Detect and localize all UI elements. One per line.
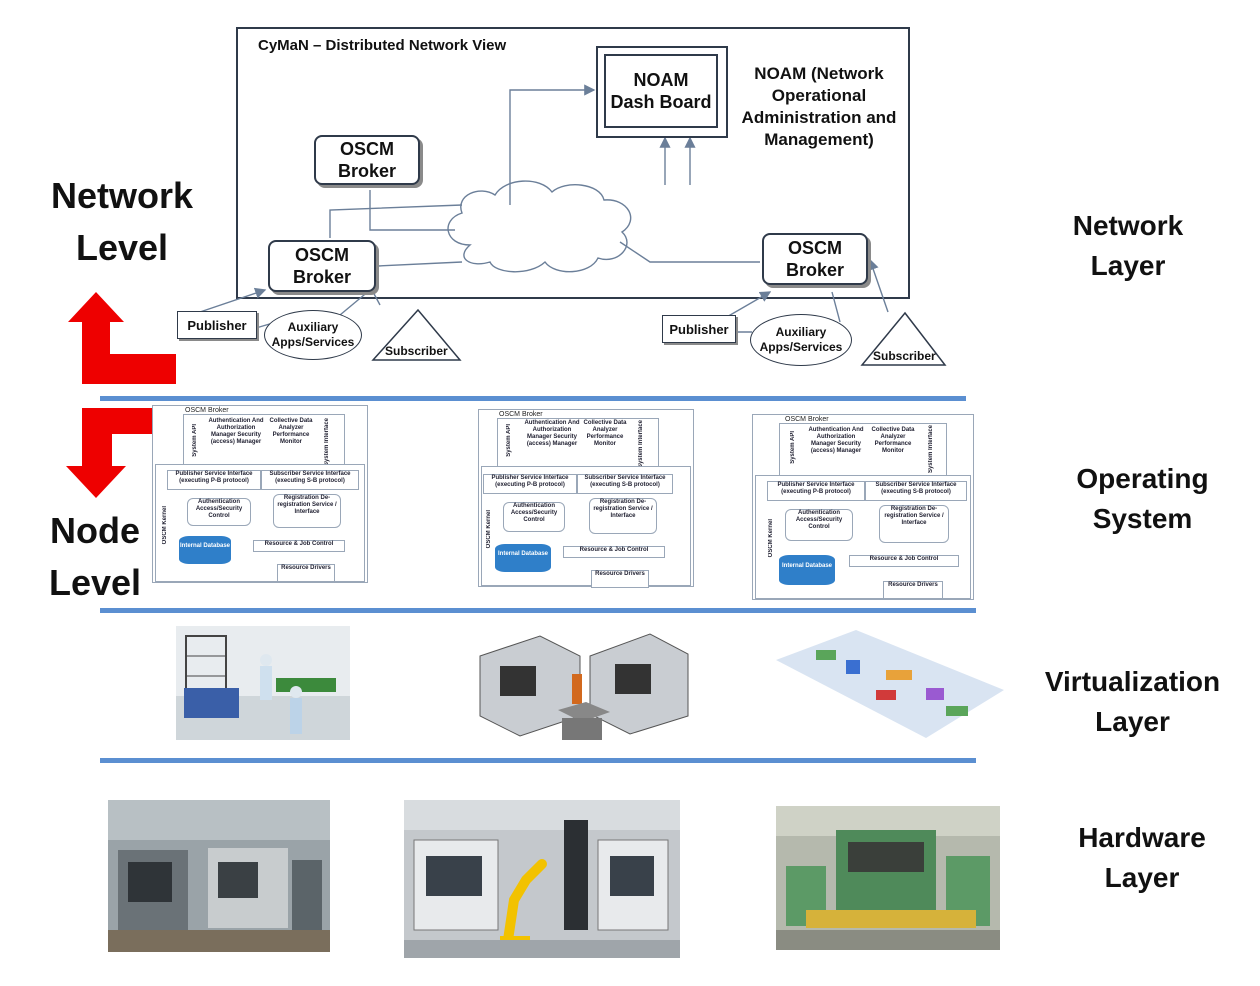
- separator-os-virtualization: [100, 608, 976, 613]
- os-registration: Registration De-registration Service / I…: [589, 498, 657, 534]
- os-drivers: Resource Drivers: [883, 581, 943, 599]
- oscm-broker-left: OSCM Broker: [268, 240, 376, 292]
- publisher-right: Publisher: [662, 315, 736, 343]
- virtualization-image-factory-layout: [776, 630, 1004, 740]
- down-arrow-icon: [66, 408, 176, 498]
- os-system-api: System API: [790, 431, 796, 464]
- os-auth: Authentication And Authorization Manager…: [205, 418, 267, 456]
- os-system-api: System API: [506, 424, 512, 457]
- up-arrow-icon: [68, 292, 176, 384]
- separator-network-os: [100, 396, 966, 401]
- node-level-label: Node Level: [48, 510, 142, 603]
- network-view-title: CyMaN – Distributed Network View: [258, 37, 507, 54]
- os-drivers: Resource Drivers: [277, 564, 335, 582]
- os-kernel-label: OSCM Kernel: [768, 519, 774, 558]
- subscriber-triangle-right: [860, 311, 947, 366]
- os-resource-job: Resource & Job Control: [563, 546, 665, 558]
- subscriber-label-left: Subscriber: [385, 344, 448, 358]
- os-database: Internal Database: [495, 544, 551, 572]
- subscriber-triangle-left: [371, 308, 462, 361]
- os-access: Authentication Access/Security Control: [187, 498, 251, 526]
- os-collective: Collective Data Analyzer Performance Mon…: [869, 427, 917, 467]
- os-database: Internal Database: [779, 555, 835, 585]
- separator-virtualization-hardware: [100, 758, 976, 763]
- level-arrows: [66, 292, 176, 498]
- network-layer-label: Network Layer: [1072, 210, 1184, 281]
- os-access: Authentication Access/Security Control: [503, 502, 565, 532]
- os-broker-label: OSCM Broker: [785, 416, 829, 423]
- os-auth: Authentication And Authorization Manager…: [805, 427, 867, 467]
- os-system-interface: System Interface: [928, 425, 934, 474]
- os-system-interface: System Interface: [324, 418, 330, 467]
- os-registration: Registration De-registration Service / I…: [273, 494, 341, 528]
- operating-system-label: Operating System: [1076, 463, 1209, 534]
- os-sub-iface: Subscriber Service Interface (executing …: [577, 474, 673, 494]
- publisher-left: Publisher: [177, 311, 257, 339]
- os-access: Authentication Access/Security Control: [785, 509, 853, 541]
- hardware-photo-machining-center: [108, 800, 330, 952]
- os-resource-job: Resource & Job Control: [849, 555, 959, 567]
- os-pub-iface: Publisher Service Interface (executing P…: [767, 481, 865, 501]
- os-sub-iface: Subscriber Service Interface (executing …: [261, 470, 359, 490]
- oscm-broker-right: OSCM Broker: [762, 233, 868, 285]
- noam-dashboard: NOAM Dash Board: [604, 54, 718, 128]
- os-collective: Collective Data Analyzer Performance Mon…: [583, 420, 627, 458]
- os-sub-iface: Subscriber Service Interface (executing …: [865, 481, 967, 501]
- os-system-api: System API: [192, 424, 198, 457]
- virtualization-image-cnc-cell: [470, 626, 692, 744]
- os-kernel-label: OSCM Kernel: [162, 506, 168, 545]
- network-level-label: Network Level: [50, 175, 194, 268]
- os-resource-job: Resource & Job Control: [253, 540, 345, 552]
- noam-description: NOAM (Network Operational Administration…: [741, 64, 897, 149]
- os-pub-iface: Publisher Service Interface (executing P…: [483, 474, 577, 494]
- hardware-photo-robot-cell: [404, 800, 680, 958]
- os-database: Internal Database: [179, 536, 231, 564]
- auxiliary-apps-left: Auxiliary Apps/Services: [264, 310, 362, 360]
- virtualization-layer-label: Virtualization Layer: [1044, 666, 1221, 737]
- os-drivers: Resource Drivers: [591, 570, 649, 588]
- auxiliary-apps-right: Auxiliary Apps/Services: [750, 314, 852, 366]
- cloud-shape: [447, 180, 632, 273]
- hardware-photo-press-line: [776, 806, 1000, 950]
- network-connections: [199, 84, 947, 366]
- subscriber-label-right: Subscriber: [873, 349, 936, 363]
- os-system-interface: System Interface: [638, 420, 644, 469]
- os-panel-1: OSCM Broker System API System Interface …: [152, 405, 368, 583]
- os-panel-3: OSCM Broker System API System Interface …: [752, 414, 974, 600]
- os-kernel-label: OSCM Kernel: [486, 510, 492, 549]
- os-registration: Registration De-registration Service / I…: [879, 505, 949, 543]
- os-broker-label: OSCM Broker: [499, 411, 543, 418]
- os-pub-iface: Publisher Service Interface (executing P…: [167, 470, 261, 490]
- os-broker-label: OSCM Broker: [185, 407, 229, 414]
- oscm-broker-top: OSCM Broker: [314, 135, 420, 185]
- hardware-layer-label: Hardware Layer: [1078, 822, 1206, 893]
- os-panel-2: OSCM Broker System API System Interface …: [478, 409, 694, 588]
- os-auth: Authentication And Authorization Manager…: [521, 420, 583, 458]
- virtualization-image-workshop: [176, 626, 350, 740]
- network-view-frame: [236, 27, 910, 299]
- os-collective: Collective Data Analyzer Performance Mon…: [269, 418, 313, 456]
